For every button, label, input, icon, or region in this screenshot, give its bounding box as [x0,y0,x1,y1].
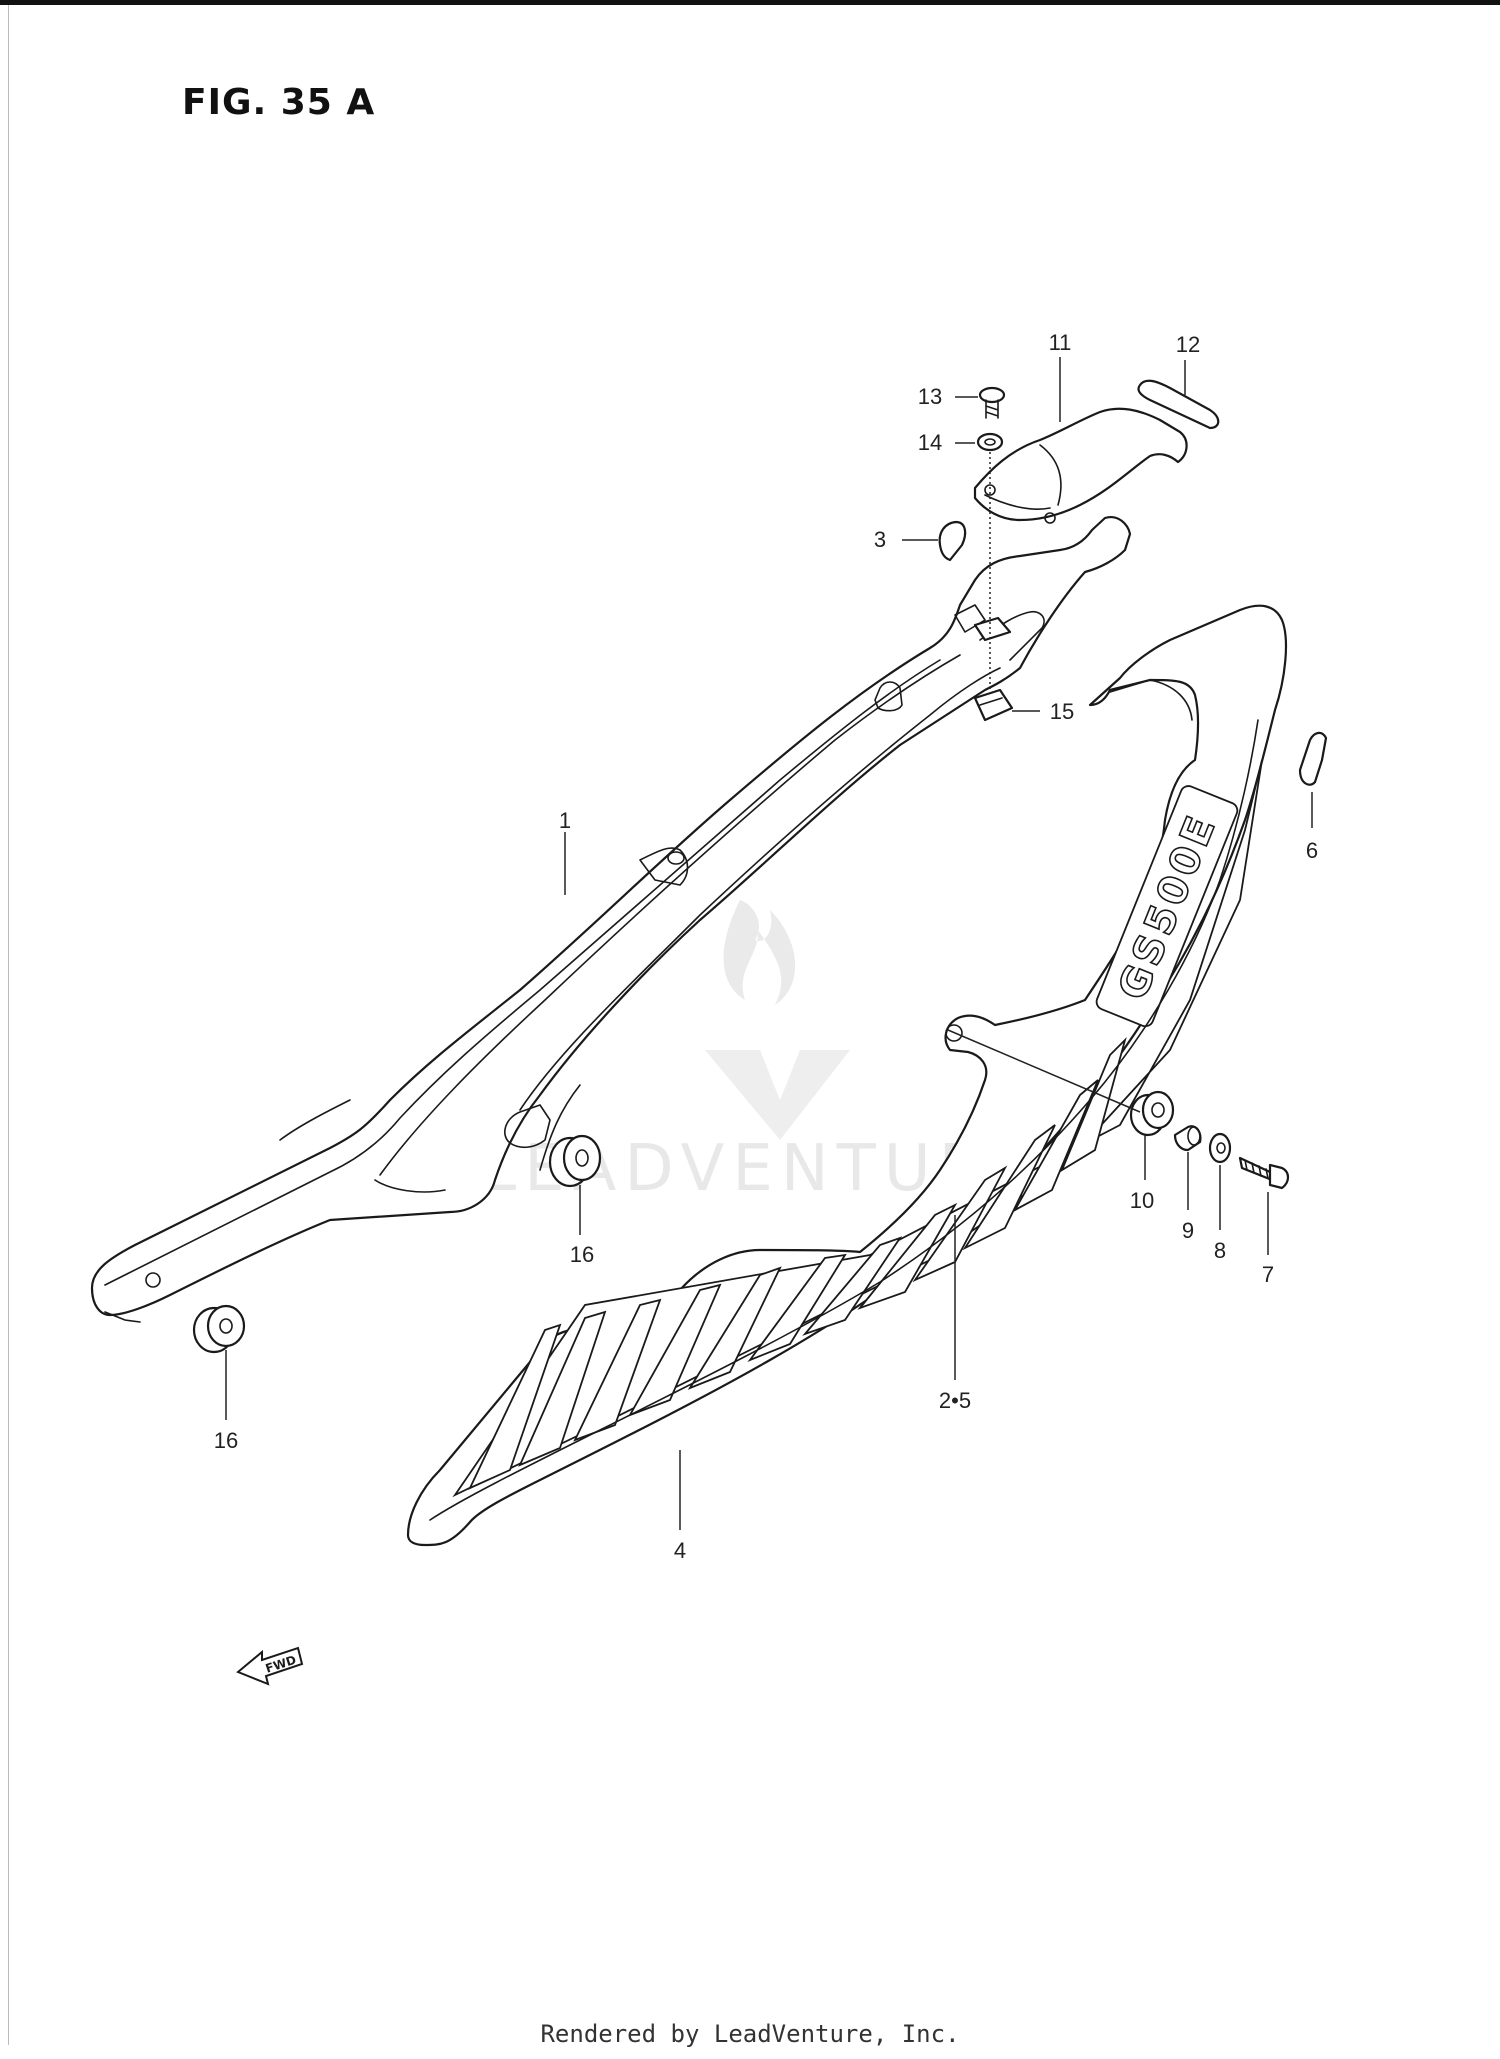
callout-8: 8 [1214,1238,1226,1263]
parts-diagram: LEADVENTURE [90,330,1328,1686]
callout-7: 7 [1262,1262,1274,1287]
part-1-frame-cover [90,516,1132,1323]
part-16-damper-lower [192,1304,246,1354]
callout-6: 6 [1306,838,1318,863]
part-15-nut-clip [973,616,1014,722]
part-10-grommet [1129,1090,1175,1137]
part-12-strip [1137,379,1220,430]
fwd-arrow-icon: FWD [236,1646,304,1686]
part-4-side-cover: GS500E [406,604,1288,1547]
part-3-clip [938,520,967,562]
callout-12: 12 [1176,332,1200,357]
left-border-rule [8,5,9,2045]
callout-13: 13 [918,384,942,409]
part-14-washer [976,432,1004,452]
part-8-washer [1208,1132,1232,1164]
part-9-collar [1173,1125,1202,1152]
top-border-rule [0,0,1500,5]
callout-14: 14 [918,430,942,455]
callout-3: 3 [874,527,886,552]
part-11-rear-bracket [973,407,1188,524]
callout-4: 4 [674,1538,686,1563]
callout-15: 15 [1050,699,1074,724]
part-13-screw [978,386,1006,419]
callout-11: 11 [1049,330,1072,355]
callout-2-5: 2•5 [939,1388,971,1413]
callout-16-lower: 16 [214,1428,238,1453]
leader-lines [225,357,1313,1530]
callout-16-upper: 16 [570,1242,594,1267]
part-6-tab [1298,731,1328,786]
callout-1: 1 [559,808,571,833]
part-7-bolt [1238,1156,1290,1190]
callout-10: 10 [1130,1188,1154,1213]
footer-credit: Rendered by LeadVenture, Inc. [540,2020,960,2048]
fwd-label: FWD [264,1653,298,1676]
callout-labels: 1 2•5 3 4 6 7 8 9 10 11 12 13 14 15 16 1… [214,330,1318,1563]
figure-title: FIG. 35 A [182,82,376,123]
callout-9: 9 [1182,1218,1194,1243]
part-16-damper-upper [548,1134,602,1188]
